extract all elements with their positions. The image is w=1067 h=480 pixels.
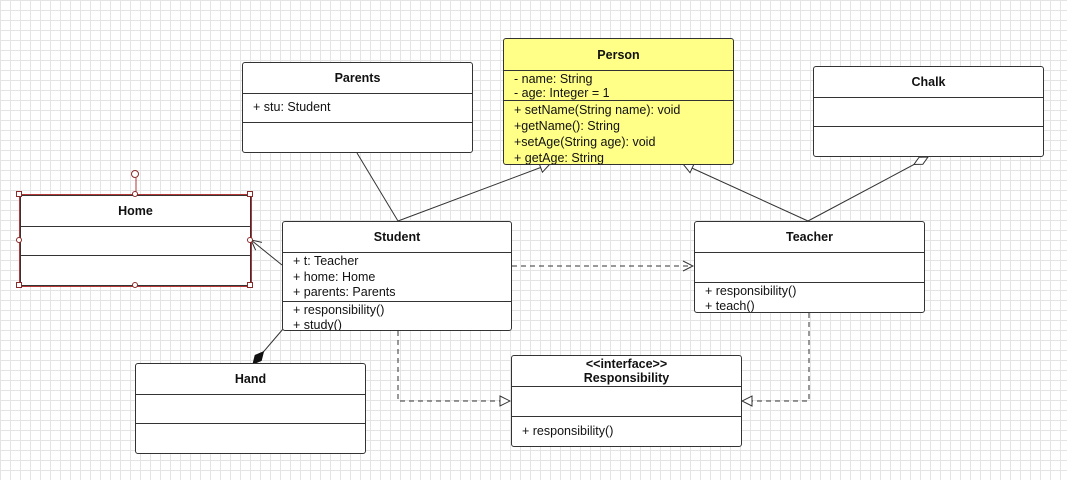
interface-responsibility-operations: + responsibility() bbox=[512, 417, 741, 440]
interface-stereotype: <<interface>> bbox=[585, 357, 668, 371]
class-person-name: Person bbox=[504, 39, 733, 71]
class-student-operations: + responsibility() + study() bbox=[283, 302, 511, 331]
class-teacher-name: Teacher bbox=[695, 222, 924, 253]
class-home-attributes bbox=[21, 227, 250, 256]
student-hand-composition[interactable] bbox=[253, 328, 284, 364]
class-teacher-operations: + responsibility() + teach() bbox=[695, 283, 924, 313]
attribute: - age: Integer = 1 bbox=[514, 86, 610, 100]
operation: + teach() bbox=[705, 299, 755, 313]
resize-handle-se[interactable] bbox=[247, 282, 253, 288]
class-hand[interactable]: Hand bbox=[135, 363, 366, 454]
class-person[interactable]: Person - name: String - age: Integer = 1… bbox=[503, 38, 734, 165]
class-teacher-attributes bbox=[695, 253, 924, 283]
student-home-association[interactable] bbox=[251, 240, 283, 266]
operation: + responsibility() bbox=[705, 284, 797, 298]
parents-student-association[interactable] bbox=[356, 152, 399, 222]
resize-handle-sw[interactable] bbox=[16, 282, 22, 288]
class-student[interactable]: Student + t: Teacher + home: Home + pare… bbox=[282, 221, 512, 331]
class-chalk[interactable]: Chalk bbox=[813, 66, 1044, 157]
student-responsibility-realization[interactable] bbox=[397, 331, 510, 401]
class-chalk-name: Chalk bbox=[814, 67, 1043, 98]
class-hand-attributes bbox=[136, 395, 365, 424]
interface-responsibility-name: Responsibility bbox=[583, 371, 670, 385]
class-parents[interactable]: Parents + stu: Student bbox=[242, 62, 473, 153]
resize-handle-e[interactable] bbox=[247, 237, 253, 243]
resize-handle-n[interactable] bbox=[132, 191, 138, 197]
operation: + study() bbox=[293, 317, 342, 331]
operation: + responsibility() bbox=[293, 303, 385, 317]
class-teacher[interactable]: Teacher + responsibility() + teach() bbox=[694, 221, 925, 313]
class-chalk-attributes bbox=[814, 98, 1043, 127]
class-hand-name: Hand bbox=[136, 364, 365, 395]
resize-handle-nw[interactable] bbox=[16, 191, 22, 197]
student-person-generalization[interactable] bbox=[397, 164, 550, 222]
class-parents-attributes: + stu: Student bbox=[243, 94, 472, 123]
class-student-attributes: + t: Teacher + home: Home + parents: Par… bbox=[283, 253, 511, 302]
operation: +setAge(String age): void bbox=[514, 135, 656, 149]
class-student-name: Student bbox=[283, 222, 511, 253]
class-person-attributes: - name: String - age: Integer = 1 bbox=[504, 71, 733, 101]
rotate-handle[interactable] bbox=[131, 170, 139, 178]
resize-handle-w[interactable] bbox=[16, 237, 22, 243]
resize-handle-s[interactable] bbox=[132, 282, 138, 288]
attribute: - name: String bbox=[514, 72, 593, 86]
operation: + responsibility() bbox=[522, 424, 614, 438]
teacher-responsibility-realization[interactable] bbox=[742, 313, 810, 401]
interface-responsibility-attributes bbox=[512, 387, 741, 417]
attribute: + parents: Parents bbox=[293, 285, 396, 299]
interface-responsibility[interactable]: <<interface>> Responsibility + responsib… bbox=[511, 355, 742, 447]
class-chalk-operations bbox=[814, 127, 1043, 129]
operation: +getName(): String bbox=[514, 119, 620, 133]
class-hand-operations bbox=[136, 424, 365, 426]
operation: + setName(String name): void bbox=[514, 103, 681, 117]
class-parents-operations bbox=[243, 123, 472, 125]
selection-outline bbox=[19, 194, 252, 287]
attribute: + home: Home bbox=[293, 269, 376, 284]
attribute: + t: Teacher bbox=[293, 254, 359, 268]
operation: + getAge: String bbox=[514, 151, 604, 165]
class-home-name: Home bbox=[21, 196, 250, 227]
class-person-operations: + setName(String name): void +getName():… bbox=[504, 101, 733, 165]
interface-responsibility-header: <<interface>> Responsibility bbox=[512, 356, 741, 387]
resize-handle-ne[interactable] bbox=[247, 191, 253, 197]
teacher-chalk-aggregation[interactable] bbox=[807, 157, 928, 222]
class-parents-name: Parents bbox=[243, 63, 472, 94]
attribute: + stu: Student bbox=[253, 100, 331, 114]
teacher-person-generalization[interactable] bbox=[683, 164, 809, 222]
